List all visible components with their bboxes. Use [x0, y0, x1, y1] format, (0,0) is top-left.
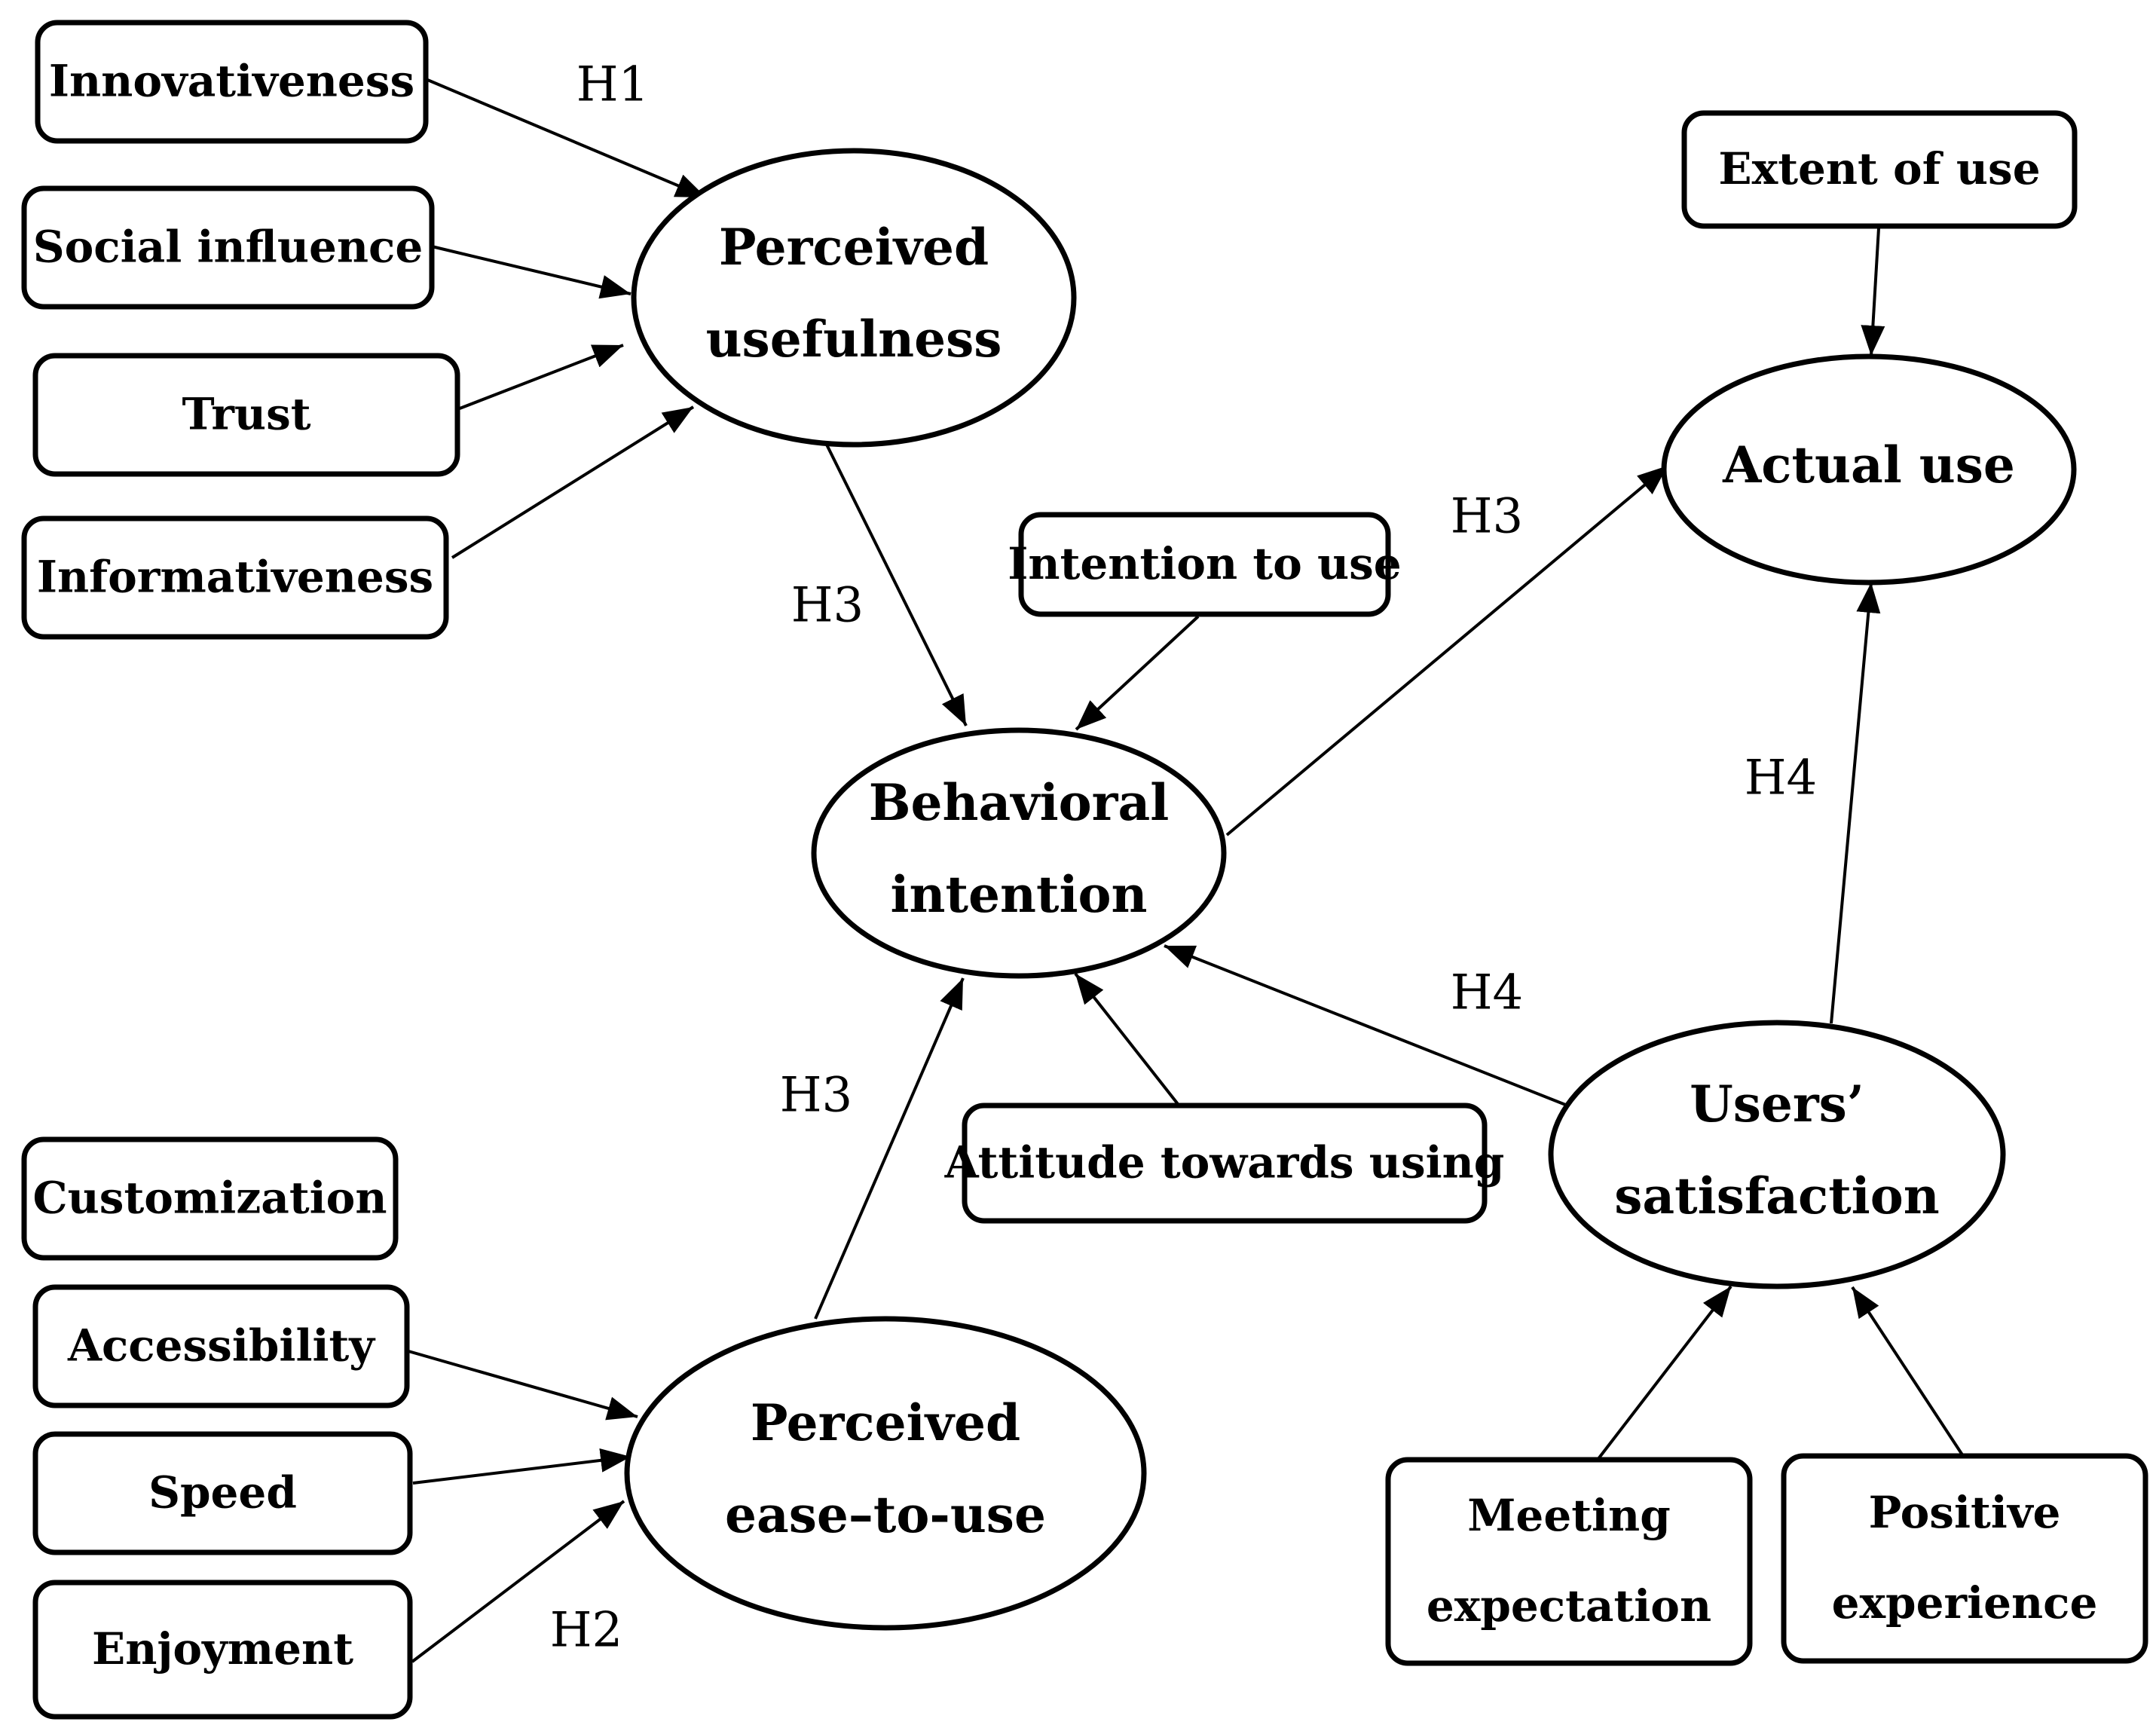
- edge-users-satisfaction-to-actual-use: [1830, 582, 1881, 1024]
- indicator-box-social-influence-frame: [21, 185, 435, 310]
- indicator-box-positive-experience-label-line-1: Positive: [1869, 1487, 2061, 1538]
- indicator-box-extent-of-use-label-line-1: Extent of use: [1718, 143, 2040, 194]
- construct-node-behavioral-intention-outline: [811, 727, 1227, 979]
- construct-node-actual-use: Actual use: [1661, 353, 2077, 586]
- indicator-box-positive-experience-label-line-2: experience: [1832, 1577, 2098, 1629]
- construct-node-behavioral-intention-label-line-1: Behavioral: [869, 773, 1170, 832]
- indicator-box-enjoyment: Enjoyment: [32, 1580, 413, 1720]
- indicator-box-innovativeness-label-line-1: Innovativeness: [49, 56, 414, 107]
- indicator-box-informativeness-label-line-1: Informativeness: [37, 552, 433, 603]
- indicator-box-customization-label-line-1: Customization: [32, 1173, 387, 1224]
- indicator-box-enjoyment-frame: [32, 1580, 413, 1720]
- hypothesis-label-h2: H2: [550, 1603, 623, 1659]
- indicator-box-customization: Customization: [21, 1136, 399, 1261]
- indicator-box-attitude-towards-using-frame: [962, 1103, 1488, 1224]
- indicator-box-trust-label-line-1: Trust: [182, 389, 310, 440]
- indicator-box-extent-of-use-frame: [1681, 110, 2078, 229]
- construct-node-users-satisfaction-outline: [1548, 1020, 2006, 1289]
- indicator-box-accessibility-label-line-1: Accessibility: [67, 1320, 376, 1372]
- edge-behavioral-intention-to-actual-use: [1225, 464, 1669, 836]
- indicator-box-speed-frame: [32, 1431, 413, 1555]
- edge-intention-to-use-to-behavioral-intention: [1075, 615, 1200, 731]
- indicator-box-trust: Trust: [32, 353, 460, 477]
- construct-node-perceived-usefulness-label-line-2: usefulness: [706, 310, 1002, 369]
- indicator-box-enjoyment-label-line-1: Enjoyment: [92, 1623, 353, 1674]
- indicator-box-intention-to-use: Intention to use: [1008, 512, 1402, 617]
- indicator-box-customization-frame: [21, 1136, 399, 1261]
- construct-node-users-satisfaction-label-line-1: Users’: [1690, 1075, 1864, 1133]
- edges: [408, 78, 1965, 1663]
- indicator-box-attitude-towards-using: Attitude towards using: [944, 1103, 1505, 1224]
- edge-extent-of-use-to-actual-use: [1861, 228, 1885, 356]
- edge-speed-to-perceived-ease-to-use: [412, 1448, 632, 1485]
- indicator-box-informativeness: Informativeness: [21, 515, 449, 640]
- indicator-box-innovativeness: Innovativeness: [35, 20, 429, 144]
- edge-informativeness-to-perceived-usefulness: [451, 405, 695, 559]
- indicator-box-innovativeness-frame: [35, 20, 429, 144]
- indicator-box-extent-of-use: Extent of use: [1681, 110, 2078, 229]
- hypothesis-label-h4-actual-use: H4: [1745, 751, 1818, 806]
- indicator-box-meeting-expectation: Meeting expectation: [1385, 1457, 1753, 1666]
- construct-node-actual-use-outline: [1661, 353, 2077, 586]
- construct-node-users-satisfaction: Users’ satisfaction: [1548, 1020, 2006, 1289]
- indicator-box-positive-experience-frame: [1781, 1453, 2148, 1664]
- construct-node-behavioral-intention: Behavioral intention: [811, 727, 1227, 979]
- indicator-box-accessibility-frame: [32, 1284, 410, 1408]
- indicator-box-meeting-expectation-label-line-1: Meeting: [1467, 1490, 1671, 1541]
- construct-node-perceived-usefulness-label-line-1: Perceived: [719, 218, 989, 277]
- construct-node-perceived-usefulness-outline: [631, 148, 1077, 448]
- construct-node-behavioral-intention-label-line-2: intention: [890, 865, 1147, 924]
- indicator-box-informativeness-frame: [21, 515, 449, 640]
- edge-accessibility-to-perceived-ease-to-use: [408, 1350, 638, 1421]
- indicator-box-social-influence: Social influence: [21, 185, 435, 310]
- hypothesis-label-h3-perceived-ease-to-use: H3: [780, 1068, 853, 1124]
- indicator-box-attitude-towards-using-label-line-1: Attitude towards using: [944, 1137, 1505, 1188]
- edge-perceived-usefulness-to-behavioral-intention: [822, 438, 968, 726]
- edge-enjoyment-to-perceived-ease-to-use: [411, 1500, 625, 1663]
- edge-innovativeness-to-perceived-usefulness: [425, 78, 707, 199]
- indicator-box-speed-label-line-1: Speed: [148, 1467, 297, 1518]
- indicator-box-meeting-expectation-frame: [1385, 1457, 1753, 1666]
- edge-trust-to-perceived-usefulness: [459, 344, 624, 410]
- edge-attitude-towards-using-to-behavioral-intention: [1074, 972, 1179, 1106]
- indicator-box-intention-to-use-frame: [1018, 512, 1391, 617]
- construct-node-perceived-ease-to-use-label-line-1: Perceived: [751, 1393, 1020, 1452]
- hypothesis-label-h4-behavioral-intention: H4: [1451, 965, 1524, 1021]
- edge-meeting-expectation-to-users-satisfaction: [1596, 1285, 1732, 1461]
- indicator-box-meeting-expectation-label-line-2: expectation: [1427, 1580, 1711, 1632]
- edge-social-influence-to-perceived-usefulness: [431, 245, 632, 299]
- indicator-box-speed: Speed: [32, 1431, 413, 1555]
- construct-node-perceived-ease-to-use-label-line-2: ease–to-use: [725, 1485, 1046, 1544]
- edge-perceived-ease-to-use-to-behavioral-intention: [814, 977, 965, 1320]
- construct-node-perceived-ease-to-use-outline: [624, 1316, 1147, 1631]
- hypothesis-label-h3-perceived-usefulness: H3: [791, 578, 864, 634]
- edge-positive-experience-to-users-satisfaction: [1851, 1286, 1965, 1457]
- construct-node-perceived-ease-to-use: Perceived ease–to-use: [624, 1316, 1147, 1631]
- edge-users-satisfaction-to-behavioral-intention: [1164, 944, 1568, 1107]
- construct-node-users-satisfaction-label-line-2: satisfaction: [1614, 1167, 1940, 1225]
- indicator-box-social-influence-label-line-1: Social influence: [33, 222, 424, 273]
- indicator-box-trust-frame: [32, 353, 460, 477]
- hypothesis-label-h3-behavioral-intention: H3: [1451, 489, 1524, 545]
- hypothesis-labels: H1 H3 H3 H4 H4 H3 H2: [550, 57, 1818, 1659]
- indicator-box-accessibility: Accessibility: [32, 1284, 410, 1408]
- construct-node-actual-use-label-line-1: Actual use: [1722, 436, 2015, 494]
- indicator-box-positive-experience: Positive experience: [1781, 1453, 2148, 1664]
- construct-node-perceived-usefulness: Perceived usefulness: [631, 148, 1077, 448]
- indicator-box-intention-to-use-label-line-1: Intention to use: [1008, 538, 1401, 589]
- hypothesis-label-h1: H1: [576, 57, 650, 113]
